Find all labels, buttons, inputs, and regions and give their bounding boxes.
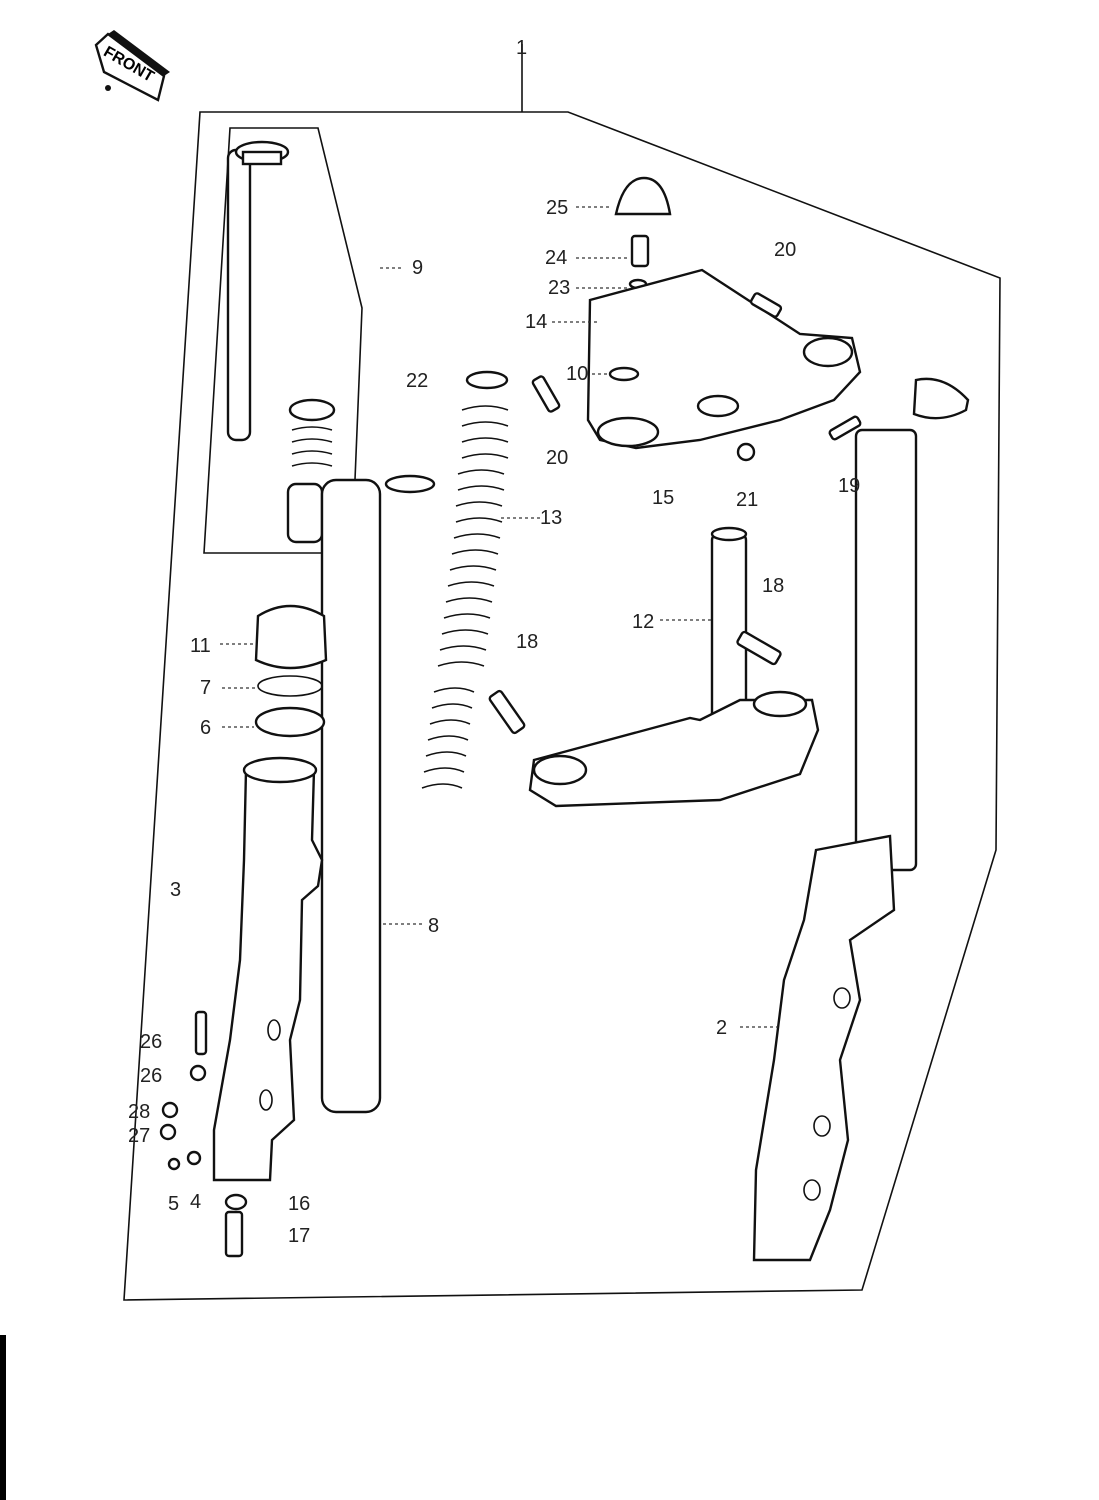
dust-seal — [254, 604, 328, 670]
front-badge-dot — [105, 85, 111, 91]
callout-23: 23 — [548, 277, 570, 299]
callout-5: 5 — [168, 1193, 179, 1215]
stem-cap-bolt — [630, 234, 650, 268]
callout-12: 12 — [632, 611, 654, 633]
retaining-clip — [257, 675, 323, 697]
pinch-bolt-upper-right — [749, 292, 783, 318]
steering-stem — [528, 526, 820, 808]
left-outer-tube — [212, 756, 324, 1182]
pinch-bolt-lower-left — [488, 689, 526, 735]
callout-25: 25 — [546, 197, 568, 219]
callout-10: 10 — [566, 363, 588, 385]
callout-26-lower: 26 — [140, 1065, 162, 1087]
callout-15: 15 — [652, 487, 674, 509]
callout-6: 6 — [200, 717, 211, 739]
callout-20-upper: 20 — [774, 239, 796, 261]
callout-16: 16 — [288, 1193, 310, 1215]
callout-28: 28 — [128, 1101, 150, 1123]
callout-7: 7 — [200, 677, 211, 699]
assembly-outline — [123, 111, 1001, 1301]
callout-26-upper: 26 — [140, 1031, 162, 1053]
callout-18-right: 18 — [762, 575, 784, 597]
callout-9: 9 — [412, 257, 423, 279]
callout-8: 8 — [428, 915, 439, 937]
callout-21: 21 — [736, 489, 758, 511]
callout-27: 27 — [128, 1125, 150, 1147]
callout-22: 22 — [406, 370, 428, 392]
oil-seal — [254, 706, 326, 738]
stem-lock-washer — [608, 366, 640, 382]
bracket-nut — [736, 442, 756, 462]
callout-20-lower: 20 — [546, 447, 568, 469]
callout-19: 19 — [838, 475, 860, 497]
upper-bracket — [586, 268, 862, 450]
scan-edge-mark — [0, 1335, 6, 1500]
right-fork-assembly — [752, 377, 970, 1262]
callout-13: 13 — [540, 507, 562, 529]
inner-fork-kit-panel — [203, 127, 363, 554]
damper-rod — [320, 478, 382, 1114]
drain-hardware — [159, 1010, 248, 1258]
front-direction-badge: FRONT — [94, 30, 170, 102]
stem-cap — [614, 176, 672, 216]
fork-spring — [421, 405, 509, 789]
callout-1: 1 — [516, 37, 527, 59]
callout-18-left: 18 — [516, 631, 538, 653]
bracket-bolt — [828, 415, 862, 441]
callout-14: 14 — [525, 311, 547, 333]
damper-rod-top — [384, 474, 436, 494]
callout-24: 24 — [545, 247, 567, 269]
callout-2: 2 — [716, 1017, 727, 1039]
pinch-bolt-lower-right — [736, 630, 782, 666]
callout-3: 3 — [170, 879, 181, 901]
callout-4: 4 — [190, 1191, 201, 1213]
callout-11: 11 — [190, 635, 211, 657]
leader-lines — [220, 206, 778, 1028]
pinch-bolt-upper-left — [531, 375, 561, 413]
callout-labels: 1 25 24 20 23 9 14 22 10 20 15 21 19 13 … — [128, 37, 860, 1247]
callout-17: 17 — [288, 1225, 310, 1247]
spring-seat — [465, 370, 509, 390]
